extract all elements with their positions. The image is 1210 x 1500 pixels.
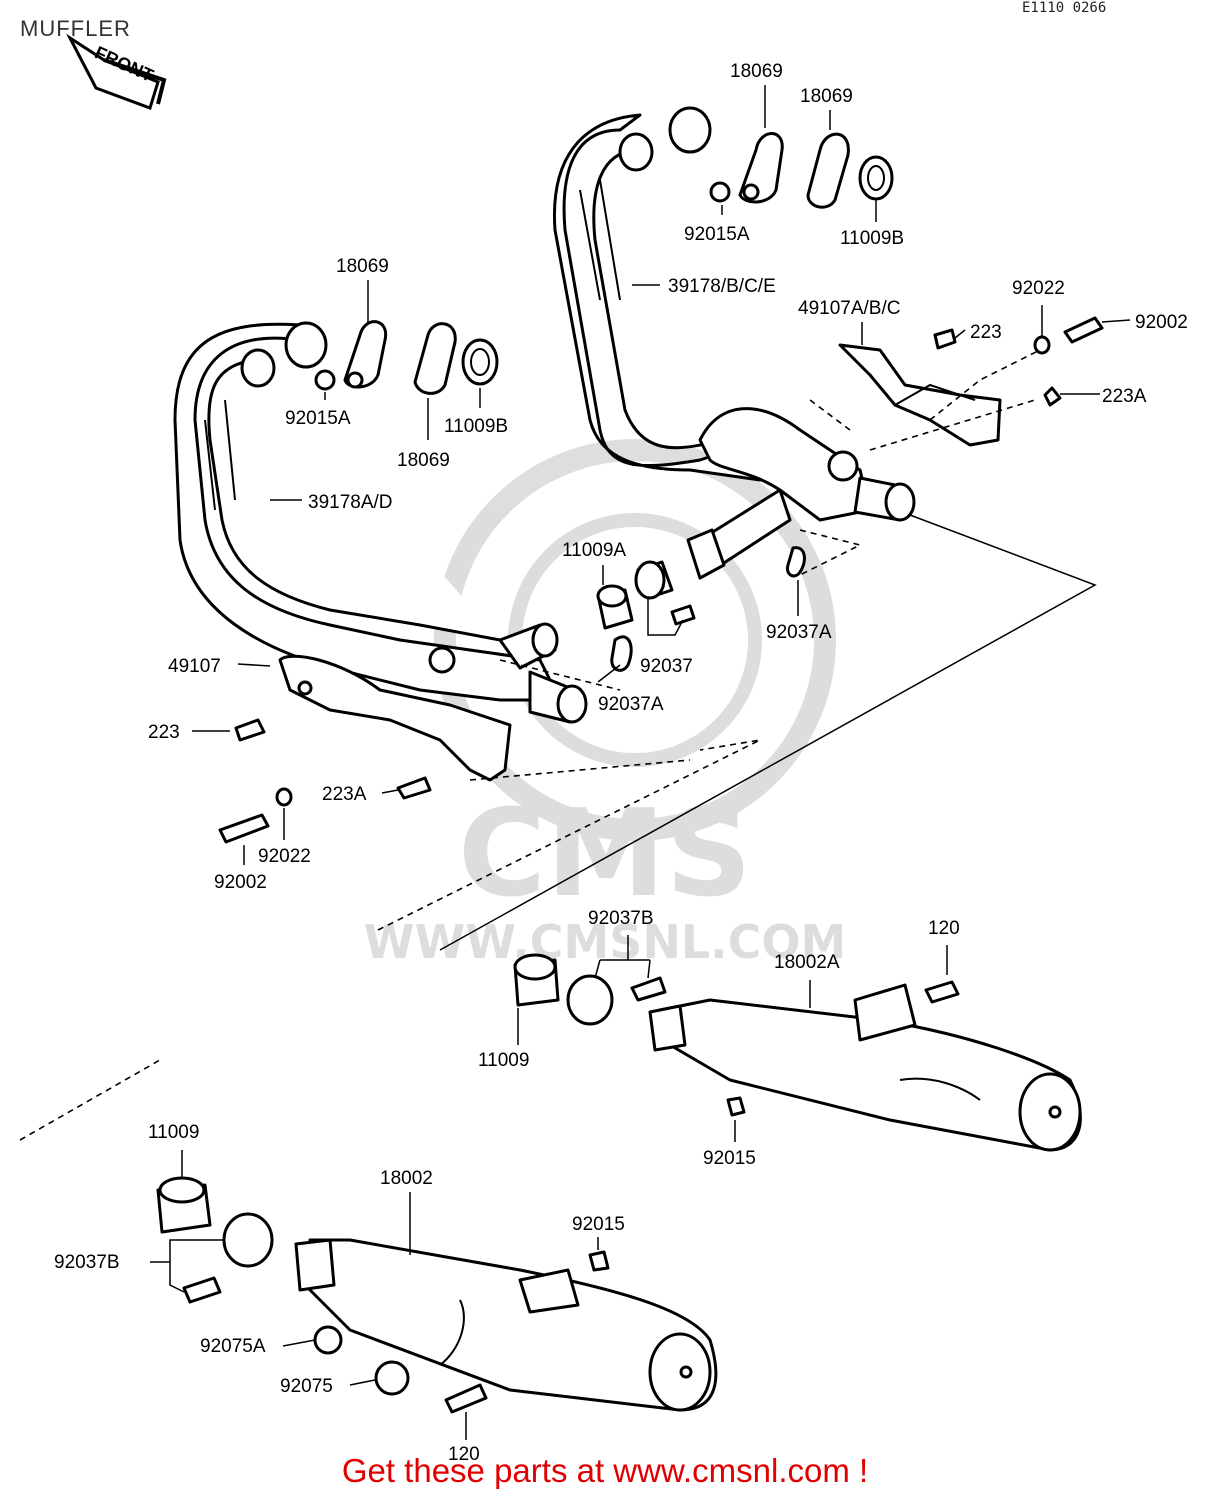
label-92037A-right: 92037A — [766, 622, 832, 643]
clamp-18069-top-b — [806, 132, 894, 209]
diagram-code: E1110 0266 — [1022, 0, 1107, 16]
label-92037B-mid: 92037B — [588, 908, 654, 929]
label-92075A: 92075A — [200, 1336, 266, 1357]
label-223-right: 223 — [970, 322, 1002, 343]
label-18002A: 18002A — [774, 952, 840, 973]
muffler-18002 — [294, 1238, 718, 1412]
label-223-left: 223 — [148, 722, 180, 743]
guide-line-a — [439, 514, 1097, 951]
watermark-brand: CMS — [458, 785, 752, 924]
label-223A-right: 223A — [1102, 386, 1147, 407]
label-92002-right: 92002 — [1135, 312, 1188, 333]
clamp-18069-left-a — [314, 320, 388, 391]
label-11009-low: 11009 — [148, 1122, 199, 1143]
exhaust-pipe-39178AD — [173, 321, 588, 724]
label-92075: 92075 — [280, 1376, 333, 1397]
exhaust-pipe-39178BCE — [552, 106, 916, 580]
label-11009B-top: 11009B — [840, 228, 904, 249]
label-223A-left: 223A — [322, 784, 367, 805]
label-92022-right: 92022 — [1012, 278, 1065, 299]
joint-11009-mid — [513, 953, 560, 1007]
clamp-92037B-low — [182, 1212, 274, 1304]
label-11009B-left: 11009B — [444, 416, 508, 437]
clamp-18069-top-a — [709, 132, 784, 204]
label-92002-left: 92002 — [214, 872, 267, 893]
label-92015-mid: 92015 — [703, 1148, 756, 1169]
heat-shield-49107 — [218, 654, 691, 844]
clamp-92037B-mid — [566, 974, 667, 1026]
label-18069-left1: 18069 — [336, 256, 389, 277]
label-92022-left: 92022 — [258, 846, 311, 867]
label-92015A-left: 92015A — [285, 408, 351, 429]
joint-11009-low — [156, 1176, 212, 1234]
muffler-18002A — [648, 980, 1082, 1152]
label-49107: 49107 — [168, 656, 221, 677]
leader-lines — [150, 85, 1131, 1440]
grommet-92075A — [313, 1325, 343, 1355]
label-18002: 18002 — [380, 1168, 433, 1189]
label-92037: 92037 — [640, 656, 693, 677]
grommet-92075 — [374, 1360, 410, 1396]
watermark: CMS WWW.CMSNL.COM — [364, 439, 846, 969]
label-49107ABC: 49107A/B/C — [798, 298, 900, 319]
label-92037A-center: 92037A — [598, 694, 664, 715]
label-18069-left2: 18069 — [397, 450, 450, 471]
label-39178AD: 39178A/D — [308, 492, 393, 513]
label-92015-low: 92015 — [572, 1214, 625, 1235]
diagram-title: MUFFLER — [20, 16, 131, 41]
label-11009A: 11009A — [562, 540, 626, 561]
bolt-120-low — [444, 1383, 488, 1414]
label-120-right: 120 — [928, 918, 960, 939]
clamp-92037 — [634, 560, 696, 626]
clip-92037A-center — [610, 635, 633, 672]
heat-shield-49107ABC — [809, 316, 1104, 451]
front-direction-marker: FRONT — [66, 33, 167, 110]
guide-line-c — [19, 1059, 161, 1141]
label-39178BCE: 39178/B/C/E — [668, 276, 776, 297]
clamp-18069-left-b — [413, 322, 499, 395]
label-18069-top2: 18069 — [800, 86, 853, 107]
joint-11009A — [596, 584, 634, 630]
label-92015A-top: 92015A — [684, 224, 750, 245]
guide-line-b — [377, 739, 761, 931]
label-120-low: 120 — [448, 1444, 480, 1465]
label-11009-mid: 11009 — [478, 1050, 529, 1071]
clip-92037A-right — [785, 546, 806, 578]
label-92037B-low: 92037B — [54, 1252, 120, 1273]
footer-cta-link[interactable]: Get these parts at www.cmsnl.com ! — [341, 1452, 869, 1489]
part-labels: 18069 18069 92015A 11009B 39178/B/C/E 49… — [54, 61, 1188, 1465]
label-18069-top1: 18069 — [730, 61, 783, 82]
